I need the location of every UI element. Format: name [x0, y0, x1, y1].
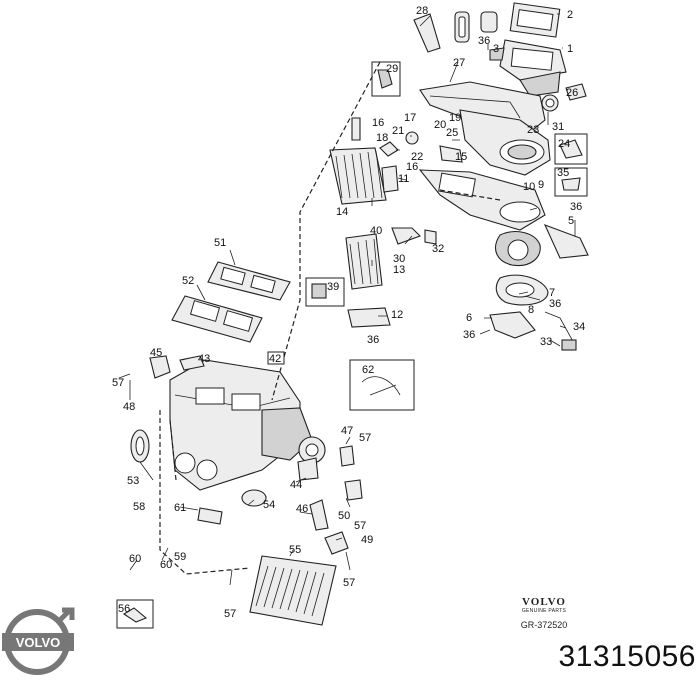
brand-subtitle: GENUINE PARTS — [521, 608, 567, 614]
callout-number: 22 — [411, 151, 423, 163]
group-box-42 — [267, 351, 285, 365]
callout-number: 58 — [133, 501, 145, 513]
callout-number: 24 — [558, 138, 570, 150]
callout-number: 7 — [549, 287, 555, 299]
callout-number: 13 — [393, 264, 405, 276]
callout-number: 26 — [566, 87, 578, 99]
group-box-62 — [349, 359, 415, 411]
heater-core-and-pipes — [116, 507, 337, 629]
callout-number: 57 — [359, 432, 371, 444]
callout-number: 3 — [493, 43, 499, 55]
callout-number: 35 — [557, 167, 569, 179]
callout-labels: 28 2 1 36 3 27 29 26 31 23 16 17 19 21 2… — [112, 5, 585, 620]
callout-number: 9 — [538, 179, 544, 191]
brand-name: VOLVO — [522, 596, 566, 608]
callout-number: 48 — [123, 401, 135, 413]
callout-number: 25 — [446, 127, 458, 139]
callout-number: 1 — [567, 43, 573, 55]
volvo-logo-icon: VOLVO — [2, 607, 75, 675]
callout-number: 12 — [391, 309, 403, 321]
callout-number: 16 — [406, 161, 418, 173]
group-boundary — [439, 189, 501, 201]
callout-number: 23 — [527, 124, 539, 136]
callout-number: 36 — [570, 201, 582, 213]
callout-number: 19 — [449, 112, 461, 124]
callout-number: 57 — [343, 577, 355, 589]
callout-number: 50 — [338, 510, 350, 522]
callout-number: 15 — [455, 151, 467, 163]
callout-number: 43 — [198, 353, 210, 365]
group-boundary — [271, 61, 381, 401]
callout-number: 52 — [182, 275, 194, 287]
heater-unit-assembly — [130, 261, 363, 555]
callout-number: 36 — [367, 334, 379, 346]
callout-number: 39 — [327, 281, 339, 293]
callout-number: 36 — [478, 35, 490, 47]
callout-number: 11 — [398, 173, 409, 185]
callout-number: 30 — [393, 253, 405, 265]
callout-number: 2 — [567, 9, 573, 21]
blower-housing-assembly — [418, 169, 589, 351]
callout-number: 46 — [296, 503, 308, 515]
callout-number: 60 — [129, 553, 141, 565]
callout-number: 56 — [118, 603, 130, 615]
brand-block: VOLVO GENUINE PARTS GR-372520 — [504, 596, 584, 630]
callout-number: 51 — [214, 237, 226, 249]
callout-number: 10 — [523, 181, 535, 193]
callout-number: 17 — [404, 112, 416, 124]
callout-number: 33 — [540, 336, 552, 348]
callout-number: 27 — [453, 57, 465, 69]
callout-number: 57 — [354, 520, 366, 532]
callout-number: 20 — [434, 119, 446, 131]
callout-number: 36 — [549, 298, 561, 310]
callout-number: 61 — [174, 502, 186, 514]
callout-number: 42 — [269, 353, 281, 365]
callout-number: 55 — [289, 544, 301, 556]
callout-number: 14 — [336, 206, 348, 218]
callout-number: 8 — [528, 304, 534, 316]
callout-number: 21 — [392, 125, 404, 137]
callout-number: 34 — [573, 321, 585, 333]
callout-number: 32 — [432, 243, 444, 255]
filter-parts — [305, 61, 588, 328]
callout-number: 28 — [416, 5, 428, 17]
callout-number: 49 — [361, 534, 373, 546]
callout-number: 60 — [160, 559, 172, 571]
callout-number: 16 — [372, 117, 384, 129]
callout-number: 36 — [463, 329, 475, 341]
svg-text:VOLVO: VOLVO — [16, 635, 61, 650]
callout-number: 47 — [341, 425, 353, 437]
callout-number: 6 — [466, 312, 472, 324]
callout-number: 57 — [224, 608, 236, 620]
callout-number: 57 — [112, 377, 124, 389]
callout-number: 29 — [386, 63, 398, 75]
callout-number: 54 — [263, 499, 275, 511]
callout-number: 53 — [127, 475, 139, 487]
callout-number: 62 — [362, 364, 374, 376]
callout-number: 44 — [290, 479, 302, 491]
upper-duct-assembly — [413, 2, 587, 176]
reference-code: GR-372520 — [520, 620, 568, 630]
part-number: 31315056 — [558, 640, 696, 673]
callout-number: 5 — [568, 215, 574, 227]
group-boundary — [169, 419, 177, 481]
callout-number: 59 — [174, 551, 186, 563]
callout-number: 40 — [370, 225, 382, 237]
callout-number: 31 — [552, 121, 564, 133]
callout-number: 45 — [150, 347, 162, 359]
leader-lines — [118, 13, 576, 586]
callout-number: 18 — [376, 132, 388, 144]
